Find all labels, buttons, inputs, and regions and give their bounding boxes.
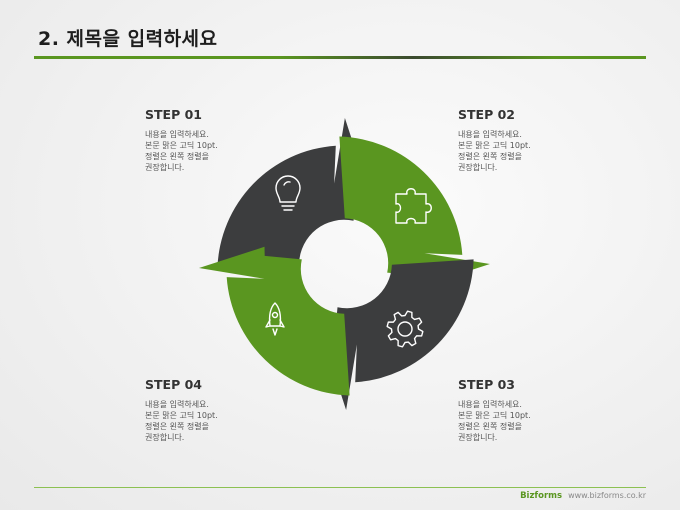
step-02-text: 내용을 입력하세요. 본문 맑은 고딕 10pt. 정렬은 왼쪽 정렬을 권장합… <box>458 130 531 172</box>
footer-brand: Bizforms <box>520 491 563 501</box>
step-03-text: 내용을 입력하세요. 본문 맑은 고딕 10pt. 정렬은 왼쪽 정렬을 권장합… <box>458 400 531 442</box>
cycle-segment-1 <box>217 118 367 269</box>
puzzle-icon <box>395 188 432 224</box>
cycle-segment-4 <box>199 246 350 396</box>
cycle-segment-3 <box>324 259 474 410</box>
step-01-title: STEP 01 <box>145 107 202 122</box>
step-02-title: STEP 02 <box>458 107 515 122</box>
step-04-title: STEP 04 <box>145 377 202 392</box>
page-title: 2. 제목을 입력하세요 <box>38 28 218 50</box>
step-03-title: STEP 03 <box>458 377 515 392</box>
lightbulb-icon <box>275 175 301 211</box>
step-04-text: 내용을 입력하세요. 본문 맑은 고딕 10pt. 정렬은 왼쪽 정렬을 권장합… <box>145 400 218 442</box>
gear-icon <box>386 310 424 348</box>
footer-divider <box>34 487 646 488</box>
step-03-block: STEP 03 내용을 입력하세요. 본문 맑은 고딕 10pt. 정렬은 왼쪽… <box>458 377 598 443</box>
step-01-text: 내용을 입력하세요. 본문 맑은 고딕 10pt. 정렬은 왼쪽 정렬을 권장합… <box>145 130 218 172</box>
footer-url: www.bizforms.co.kr <box>568 491 646 500</box>
cycle-segment-2 <box>339 136 490 286</box>
footer: Bizforms www.bizforms.co.kr <box>520 491 646 501</box>
title-divider <box>34 56 646 59</box>
step-02-block: STEP 02 내용을 입력하세요. 본문 맑은 고딕 10pt. 정렬은 왼쪽… <box>458 107 598 173</box>
rocket-icon <box>265 302 285 336</box>
step-01-block: STEP 01 내용을 입력하세요. 본문 맑은 고딕 10pt. 정렬은 왼쪽… <box>145 107 285 173</box>
step-04-block: STEP 04 내용을 입력하세요. 본문 맑은 고딕 10pt. 정렬은 왼쪽… <box>145 377 285 443</box>
